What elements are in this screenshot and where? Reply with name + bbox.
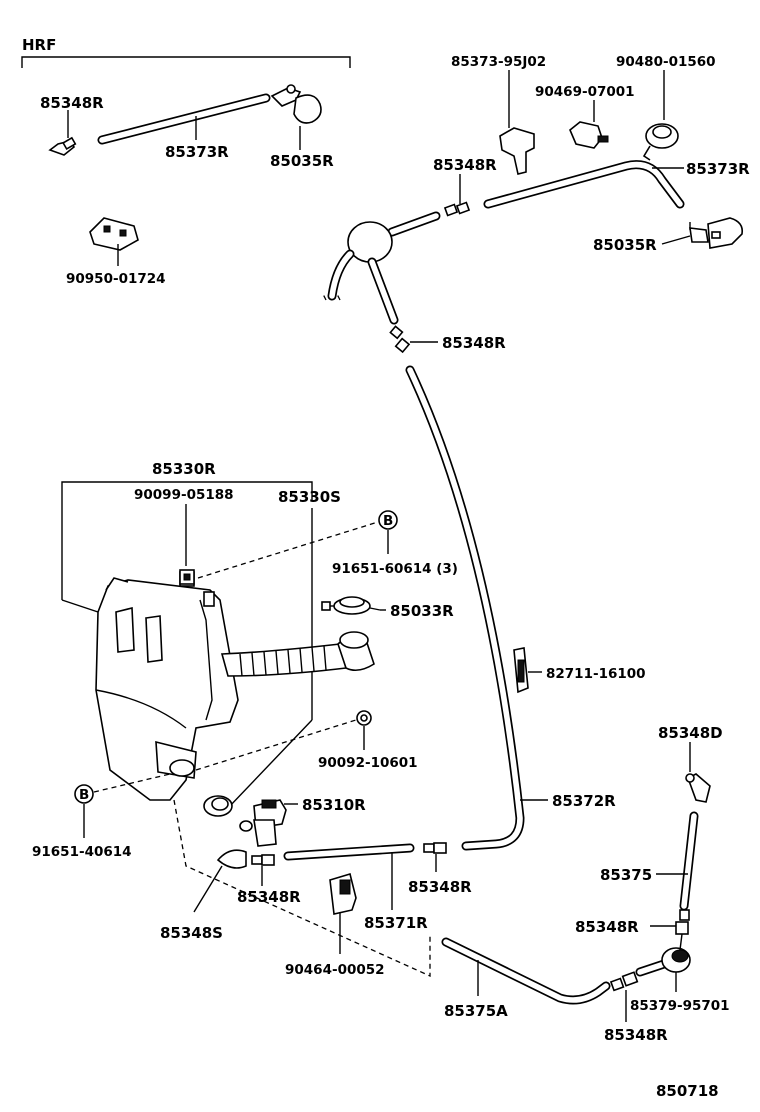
joint-85348R-upper — [443, 201, 471, 217]
hose-85371R — [283, 843, 415, 861]
label-82711-16100: 82711-16100 — [546, 666, 646, 682]
label-85035R-right: 85035R — [593, 236, 657, 254]
nozzle-85379-95701 — [635, 947, 691, 977]
label-91651-40614: 91651-40614 — [32, 844, 132, 860]
label-90464-00052: 90464-00052 — [285, 962, 385, 978]
joint-85348S — [216, 849, 247, 869]
clamp-85373-95J02 — [499, 127, 535, 175]
label-90480-01560: 90480-01560 — [616, 54, 716, 70]
pump-85310R — [239, 799, 287, 847]
callout-B-lower: B — [74, 784, 94, 804]
label-85373R-top-left: 85373R — [165, 143, 229, 161]
label-85348R-bottom-left: 85348R — [237, 888, 301, 906]
callout-B-lower-text: B — [79, 787, 89, 803]
grommet-90480-01560 — [642, 123, 679, 161]
clip-90469-07001 — [569, 121, 609, 149]
washer-tank — [95, 571, 239, 801]
label-85348R-bottom-right: 85348R — [604, 1026, 668, 1044]
label-85373-95J02: 85373-95J02 — [451, 54, 546, 70]
label-85375: 85375 — [600, 866, 652, 884]
label-85035R-top-left: 85035R — [270, 152, 334, 170]
label-85348R-top-left: 85348R — [40, 94, 104, 112]
hose-85373R-top-left — [97, 93, 271, 145]
motor-85035R-top-left — [270, 84, 322, 124]
label-90099-05188: 90099-05188 — [134, 487, 234, 503]
hose-85375 — [679, 811, 699, 911]
motor-85035R-right — [689, 217, 744, 249]
grommet-85330S — [203, 795, 233, 817]
filler-neck — [220, 631, 375, 677]
label-85348S: 85348S — [160, 924, 223, 942]
joint-85348R-bottom-left — [251, 854, 275, 866]
label-91651-60614: 91651-60614 (3) — [332, 561, 458, 577]
bolt-90099-05188 — [179, 569, 195, 585]
nut-90092-10601 — [356, 710, 372, 726]
label-85373R-right: 85373R — [686, 160, 750, 178]
hose-85373R-right — [483, 160, 685, 209]
clip-90950-01724 — [89, 217, 139, 251]
header-bracket: HRF — [21, 36, 351, 68]
label-85033R: 85033R — [390, 602, 454, 620]
label-85310R: 85310R — [302, 796, 366, 814]
nozzle-85348R-top-left — [48, 136, 77, 156]
joint-85348R-mid — [389, 325, 411, 354]
label-90950-01724: 90950-01724 — [66, 271, 166, 287]
clamp-82711-16100 — [513, 647, 529, 694]
hose-85372R — [405, 365, 525, 851]
label-85379-95701: 85379-95701 — [630, 998, 730, 1014]
figure-number: 850718 — [656, 1082, 719, 1100]
label-85348R-right: 85348R — [575, 918, 639, 936]
label-85348R-upper: 85348R — [433, 156, 497, 174]
label-90092-10601: 90092-10601 — [318, 755, 418, 771]
joint-85348R-bottom-right — [609, 971, 639, 992]
label-85330S: 85330S — [278, 488, 341, 506]
label-90469-07001: 90469-07001 — [535, 84, 635, 100]
label-85330R: 85330R — [152, 460, 216, 478]
joint-85348R-bottom-mid — [423, 842, 447, 854]
callout-B-upper: B — [378, 510, 398, 530]
hose-85375A — [441, 937, 611, 1005]
tee-reservoir-joint — [321, 211, 441, 325]
label-85371R: 85371R — [364, 914, 428, 932]
label-85348R-bottom-mid: 85348R — [408, 878, 472, 896]
label-85348R-mid: 85348R — [442, 334, 506, 352]
label-85348D: 85348D — [658, 724, 723, 742]
cap-85033R — [321, 596, 381, 615]
header-label: HRF — [22, 36, 56, 54]
label-85372R: 85372R — [552, 792, 616, 810]
clip-90464-00052 — [329, 872, 357, 915]
joint-85348R-right — [675, 909, 690, 951]
label-85375A: 85375A — [444, 1002, 508, 1020]
nozzle-85348D — [685, 773, 711, 803]
callout-B-upper-text: B — [383, 513, 393, 529]
